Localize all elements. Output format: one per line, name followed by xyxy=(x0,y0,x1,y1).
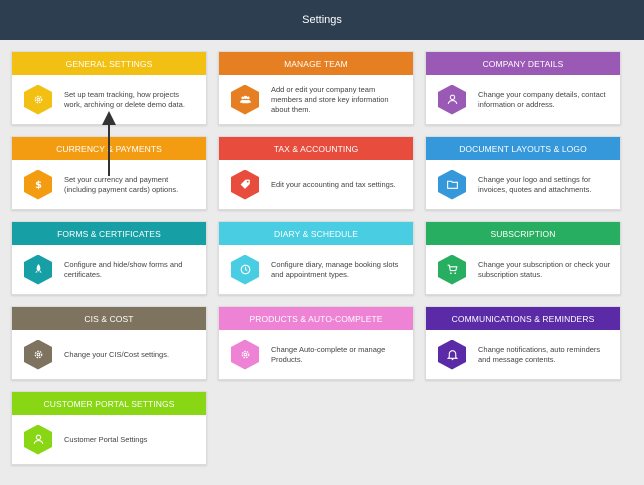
card-body: Set up team tracking, how projects work,… xyxy=(12,75,206,124)
card-description: Change your CIS/Cost settings. xyxy=(64,349,170,359)
card-description: Configure and hide/show forms and certif… xyxy=(64,259,183,279)
settings-card-products-and-auto-complete[interactable]: PRODUCTS & AUTO-COMPLETE Change Auto-comp… xyxy=(218,306,414,380)
card-body: Edit your accounting and tax settings. xyxy=(219,160,413,209)
settings-card-customer-portal-settings[interactable]: CUSTOMER PORTAL SETTINGS Customer Portal … xyxy=(11,391,207,465)
card-header: MANAGE TEAM xyxy=(219,52,413,75)
card-header: GENERAL SETTINGS xyxy=(12,52,206,75)
card-header: CURRENCY & PAYMENTS xyxy=(12,137,206,160)
svg-text:$: $ xyxy=(35,180,42,191)
card-description: Change Auto-complete or manage Products. xyxy=(271,344,386,364)
folder-icon xyxy=(438,169,466,200)
card-description: Customer Portal Settings xyxy=(64,434,148,444)
settings-card-company-details[interactable]: COMPANY DETAILS Change your company detai… xyxy=(425,51,621,125)
settings-grid: GENERAL SETTINGS Set up team tracking, ho… xyxy=(11,51,621,465)
card-header: PRODUCTS & AUTO-COMPLETE xyxy=(219,307,413,330)
card-description: Change your company details, contact inf… xyxy=(478,89,606,109)
card-body: Add or edit your company team members an… xyxy=(219,75,413,124)
card-header: SUBSCRIPTION xyxy=(426,222,620,245)
card-title: SUBSCRIPTION xyxy=(490,228,556,239)
dollar-icon: $ xyxy=(24,169,52,200)
card-title: DOCUMENT LAYOUTS & LOGO xyxy=(459,143,587,154)
rocket-icon xyxy=(24,254,52,285)
card-body: Configure diary, manage booking slots an… xyxy=(219,245,413,294)
card-description: Edit your accounting and tax settings. xyxy=(271,179,396,189)
card-title: CURRENCY & PAYMENTS xyxy=(56,143,162,154)
card-header: DOCUMENT LAYOUTS & LOGO xyxy=(426,137,620,160)
card-body: Change your CIS/Cost settings. xyxy=(12,330,206,379)
card-body: $ Set your currency and payment (includin… xyxy=(12,160,206,209)
person-icon xyxy=(24,424,52,455)
card-title: CUSTOMER PORTAL SETTINGS xyxy=(43,398,175,409)
settings-card-communications-and-reminders[interactable]: COMMUNICATIONS & REMINDERS Change notific… xyxy=(425,306,621,380)
card-header: DIARY & SCHEDULE xyxy=(219,222,413,245)
settings-card-currency-and-payments[interactable]: CURRENCY & PAYMENTS $ Set your currency an… xyxy=(11,136,207,210)
card-description: Change your logo and settings for invoic… xyxy=(478,174,592,194)
page-title: Settings xyxy=(302,14,342,26)
card-body: Change your subscription or check your s… xyxy=(426,245,620,294)
card-body: Customer Portal Settings xyxy=(12,415,206,464)
card-description: Change your subscription or check your s… xyxy=(478,259,611,279)
card-title: CIS & COST xyxy=(84,313,134,324)
card-body: Configure and hide/show forms and certif… xyxy=(12,245,206,294)
card-body: Change Auto-complete or manage Products. xyxy=(219,330,413,379)
card-description: Add or edit your company team members an… xyxy=(271,84,389,114)
person-icon xyxy=(438,84,466,115)
gear-icon xyxy=(231,339,259,370)
card-title: GENERAL SETTINGS xyxy=(65,58,153,69)
card-description: Set your currency and payment (including… xyxy=(64,174,179,194)
card-description: Configure diary, manage booking slots an… xyxy=(271,259,399,279)
settings-card-subscription[interactable]: SUBSCRIPTION Change your subscription or … xyxy=(425,221,621,295)
card-header: TAX & ACCOUNTING xyxy=(219,137,413,160)
settings-card-tax-and-accounting[interactable]: TAX & ACCOUNTING Edit your accounting and… xyxy=(218,136,414,210)
card-title: COMPANY DETAILS xyxy=(482,58,564,69)
settings-card-document-layouts-and-logo[interactable]: DOCUMENT LAYOUTS & LOGO Change your logo … xyxy=(425,136,621,210)
gear-icon xyxy=(24,84,52,115)
card-body: Change your logo and settings for invoic… xyxy=(426,160,620,209)
card-title: FORMS & CERTIFICATES xyxy=(57,228,161,239)
card-header: FORMS & CERTIFICATES xyxy=(12,222,206,245)
settings-card-general-settings[interactable]: GENERAL SETTINGS Set up team tracking, ho… xyxy=(11,51,207,125)
gear-icon xyxy=(24,339,52,370)
card-body: Change your company details, contact inf… xyxy=(426,75,620,124)
card-title: COMMUNICATIONS & REMINDERS xyxy=(451,313,595,324)
card-title: TAX & ACCOUNTING xyxy=(273,143,359,154)
tag-icon xyxy=(231,169,259,200)
card-header: CUSTOMER PORTAL SETTINGS xyxy=(12,392,206,415)
card-title: DIARY & SCHEDULE xyxy=(274,228,358,239)
settings-card-manage-team[interactable]: MANAGE TEAM Add or edit your company team… xyxy=(218,51,414,125)
card-header: CIS & COST xyxy=(12,307,206,330)
card-description: Set up team tracking, how projects work,… xyxy=(64,89,185,109)
card-description: Change notifications, auto reminders and… xyxy=(478,344,601,364)
card-title: PRODUCTS & AUTO-COMPLETE xyxy=(249,313,383,324)
card-title: MANAGE TEAM xyxy=(284,58,348,69)
settings-card-diary-and-schedule[interactable]: DIARY & SCHEDULE Configure diary, manage … xyxy=(218,221,414,295)
card-body: Change notifications, auto reminders and… xyxy=(426,330,620,379)
settings-card-forms-and-certificates[interactable]: FORMS & CERTIFICATES Configure and hide/s… xyxy=(11,221,207,295)
cart-icon xyxy=(438,254,466,285)
card-header: COMPANY DETAILS xyxy=(426,52,620,75)
clock-icon xyxy=(231,254,259,285)
card-header: COMMUNICATIONS & REMINDERS xyxy=(426,307,620,330)
bell-icon xyxy=(438,339,466,370)
top-bar: Settings xyxy=(0,0,644,40)
team-icon xyxy=(231,84,259,115)
settings-card-cis-and-cost[interactable]: CIS & COST Change your CIS/Cost settings. xyxy=(11,306,207,380)
